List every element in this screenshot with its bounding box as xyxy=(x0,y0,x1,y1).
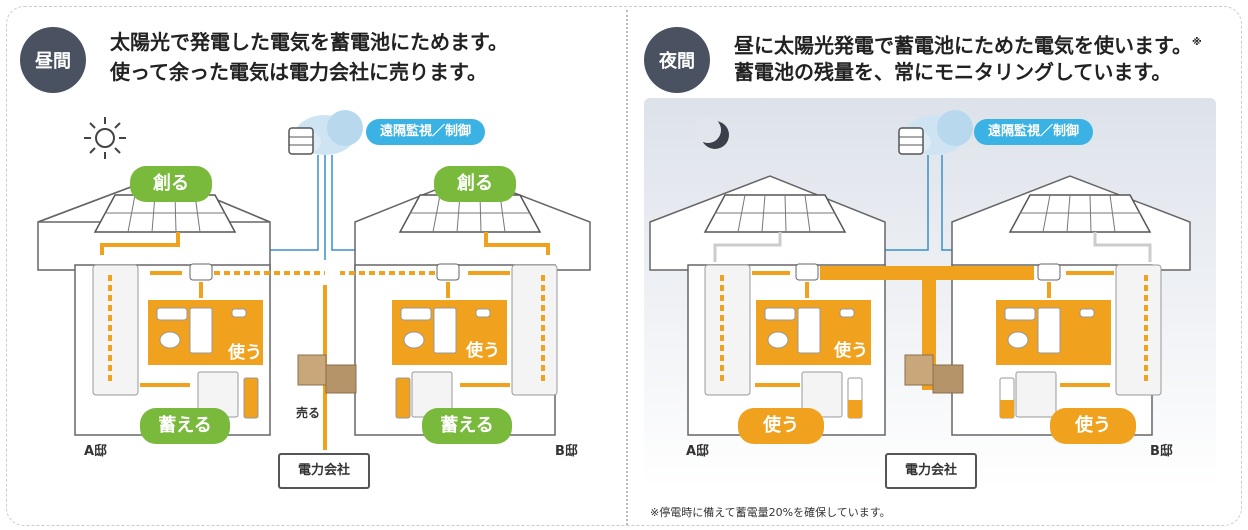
sun-icon xyxy=(84,117,126,159)
battery-icon xyxy=(395,377,411,419)
panel-divider xyxy=(626,10,628,525)
night-company: 電力会社 xyxy=(885,453,977,489)
night-house-a-label: A邸 xyxy=(686,444,710,459)
battery-icon xyxy=(243,377,259,419)
ecocute-icon xyxy=(704,264,751,396)
toilet-icon xyxy=(403,331,425,349)
day-remote-label: 遠隔監視／制御 xyxy=(366,119,486,145)
night-remote-label: 遠隔監視／制御 xyxy=(974,119,1094,145)
day-sell-label: 売る xyxy=(296,406,321,420)
fridge-icon xyxy=(189,307,213,354)
night-diagram xyxy=(644,98,1216,490)
day-store-a: 蓄える xyxy=(140,408,230,444)
toilet-icon xyxy=(767,331,789,349)
night-panel: 夜間 昼に太陽光発電で蓄電池にためた電気を使います。※ 蓄電池の残量を、常にモニ… xyxy=(630,0,1248,530)
solar-panel-icon xyxy=(398,194,542,233)
aircon-icon xyxy=(400,307,432,321)
toilet-icon xyxy=(159,331,181,349)
night-use-b: 使う xyxy=(1050,408,1136,444)
day-panel: 昼間 太陽光で発電した電気を蓄電池にためます。 使って余った電気は電力会社に売り… xyxy=(0,0,622,530)
toilet-icon xyxy=(1007,331,1029,349)
ecocute-icon xyxy=(92,264,139,396)
aircon-icon xyxy=(156,307,188,321)
night-heading-line1: 昼に太陽光発電で蓄電池にためた電気を使います。※ xyxy=(734,33,1202,58)
day-house-b-label: B邸 xyxy=(555,444,578,459)
night-badge: 夜間 xyxy=(644,27,710,93)
ecocute-icon xyxy=(511,264,558,396)
day-diagram xyxy=(37,110,591,450)
frame xyxy=(6,6,1242,526)
day-use-a: 使う xyxy=(228,343,262,363)
server-icon xyxy=(898,127,924,155)
moon-icon xyxy=(695,117,729,149)
fridge-icon xyxy=(797,307,821,354)
light-icon xyxy=(1079,308,1095,318)
light-icon xyxy=(231,308,247,318)
night-use-label-a: 使う xyxy=(834,341,868,361)
ecocute-icon xyxy=(1115,264,1162,396)
day-company: 電力会社 xyxy=(278,453,370,489)
light-icon xyxy=(839,308,855,318)
fridge-icon xyxy=(433,307,457,354)
day-create-b: 創る xyxy=(434,166,516,202)
box-icon xyxy=(297,354,357,394)
day-house-a-label: A邸 xyxy=(84,444,108,459)
fridge-icon xyxy=(1037,307,1061,354)
light-icon xyxy=(475,308,491,318)
night-heading-line2: 蓄電池の残量を、常にモニタリングしています。 xyxy=(734,60,1172,84)
solar-panel-icon xyxy=(93,194,237,233)
day-use-b: 使う xyxy=(466,341,500,361)
night-house-b-label: B邸 xyxy=(1150,444,1173,459)
aircon-icon xyxy=(764,307,796,321)
server-icon xyxy=(288,127,314,155)
solar-panel-icon xyxy=(1008,194,1152,233)
day-heading-line1: 太陽光で発電した電気を蓄電池にためます。 xyxy=(110,30,508,54)
night-footnote: ※停電時に備えて蓄電量20%を確保しています。 xyxy=(650,506,891,519)
day-heading-line2: 使って余った電気は電力会社に売ります。 xyxy=(110,60,487,84)
battery-icon xyxy=(1015,371,1057,418)
day-store-b: 蓄える xyxy=(422,408,512,444)
box-icon xyxy=(904,354,964,394)
day-create-a: 創る xyxy=(130,166,212,202)
aircon-icon xyxy=(1004,307,1036,321)
night-use-a: 使う xyxy=(738,408,824,444)
day-badge: 昼間 xyxy=(20,27,86,93)
solar-panel-icon xyxy=(703,194,847,233)
